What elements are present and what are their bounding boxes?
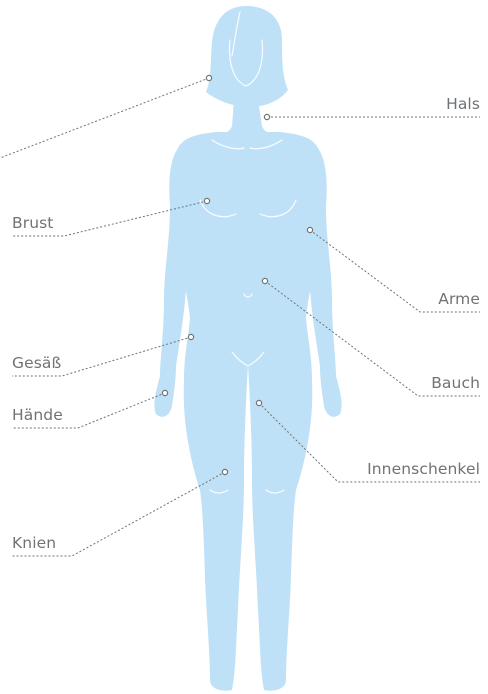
torso-and-legs (176, 132, 321, 691)
marker-brust (204, 198, 209, 203)
label-hals: Hals (446, 95, 480, 113)
label-gesaess: Gesäß (12, 354, 61, 372)
label-knien: Knien (12, 534, 56, 552)
label-bauch: Bauch (431, 374, 480, 392)
head (206, 6, 288, 106)
label-haende: Hände (12, 406, 63, 424)
marker-hals (264, 114, 269, 119)
label-innenschenkel: Innenschenkel (367, 460, 480, 478)
marker-head (206, 75, 211, 80)
left-arm (154, 146, 188, 417)
marker-knien (222, 469, 227, 474)
label-arme: Arme (438, 290, 480, 308)
right-arm (307, 146, 341, 417)
marker-arme (307, 227, 312, 232)
leader-line-head (0, 78, 209, 158)
marker-haende (162, 390, 167, 395)
label-brust: Brust (12, 214, 53, 232)
body-silhouette (154, 6, 341, 691)
marker-gesaess (188, 334, 193, 339)
marker-innenschenkel (256, 400, 261, 405)
marker-bauch (262, 278, 267, 283)
